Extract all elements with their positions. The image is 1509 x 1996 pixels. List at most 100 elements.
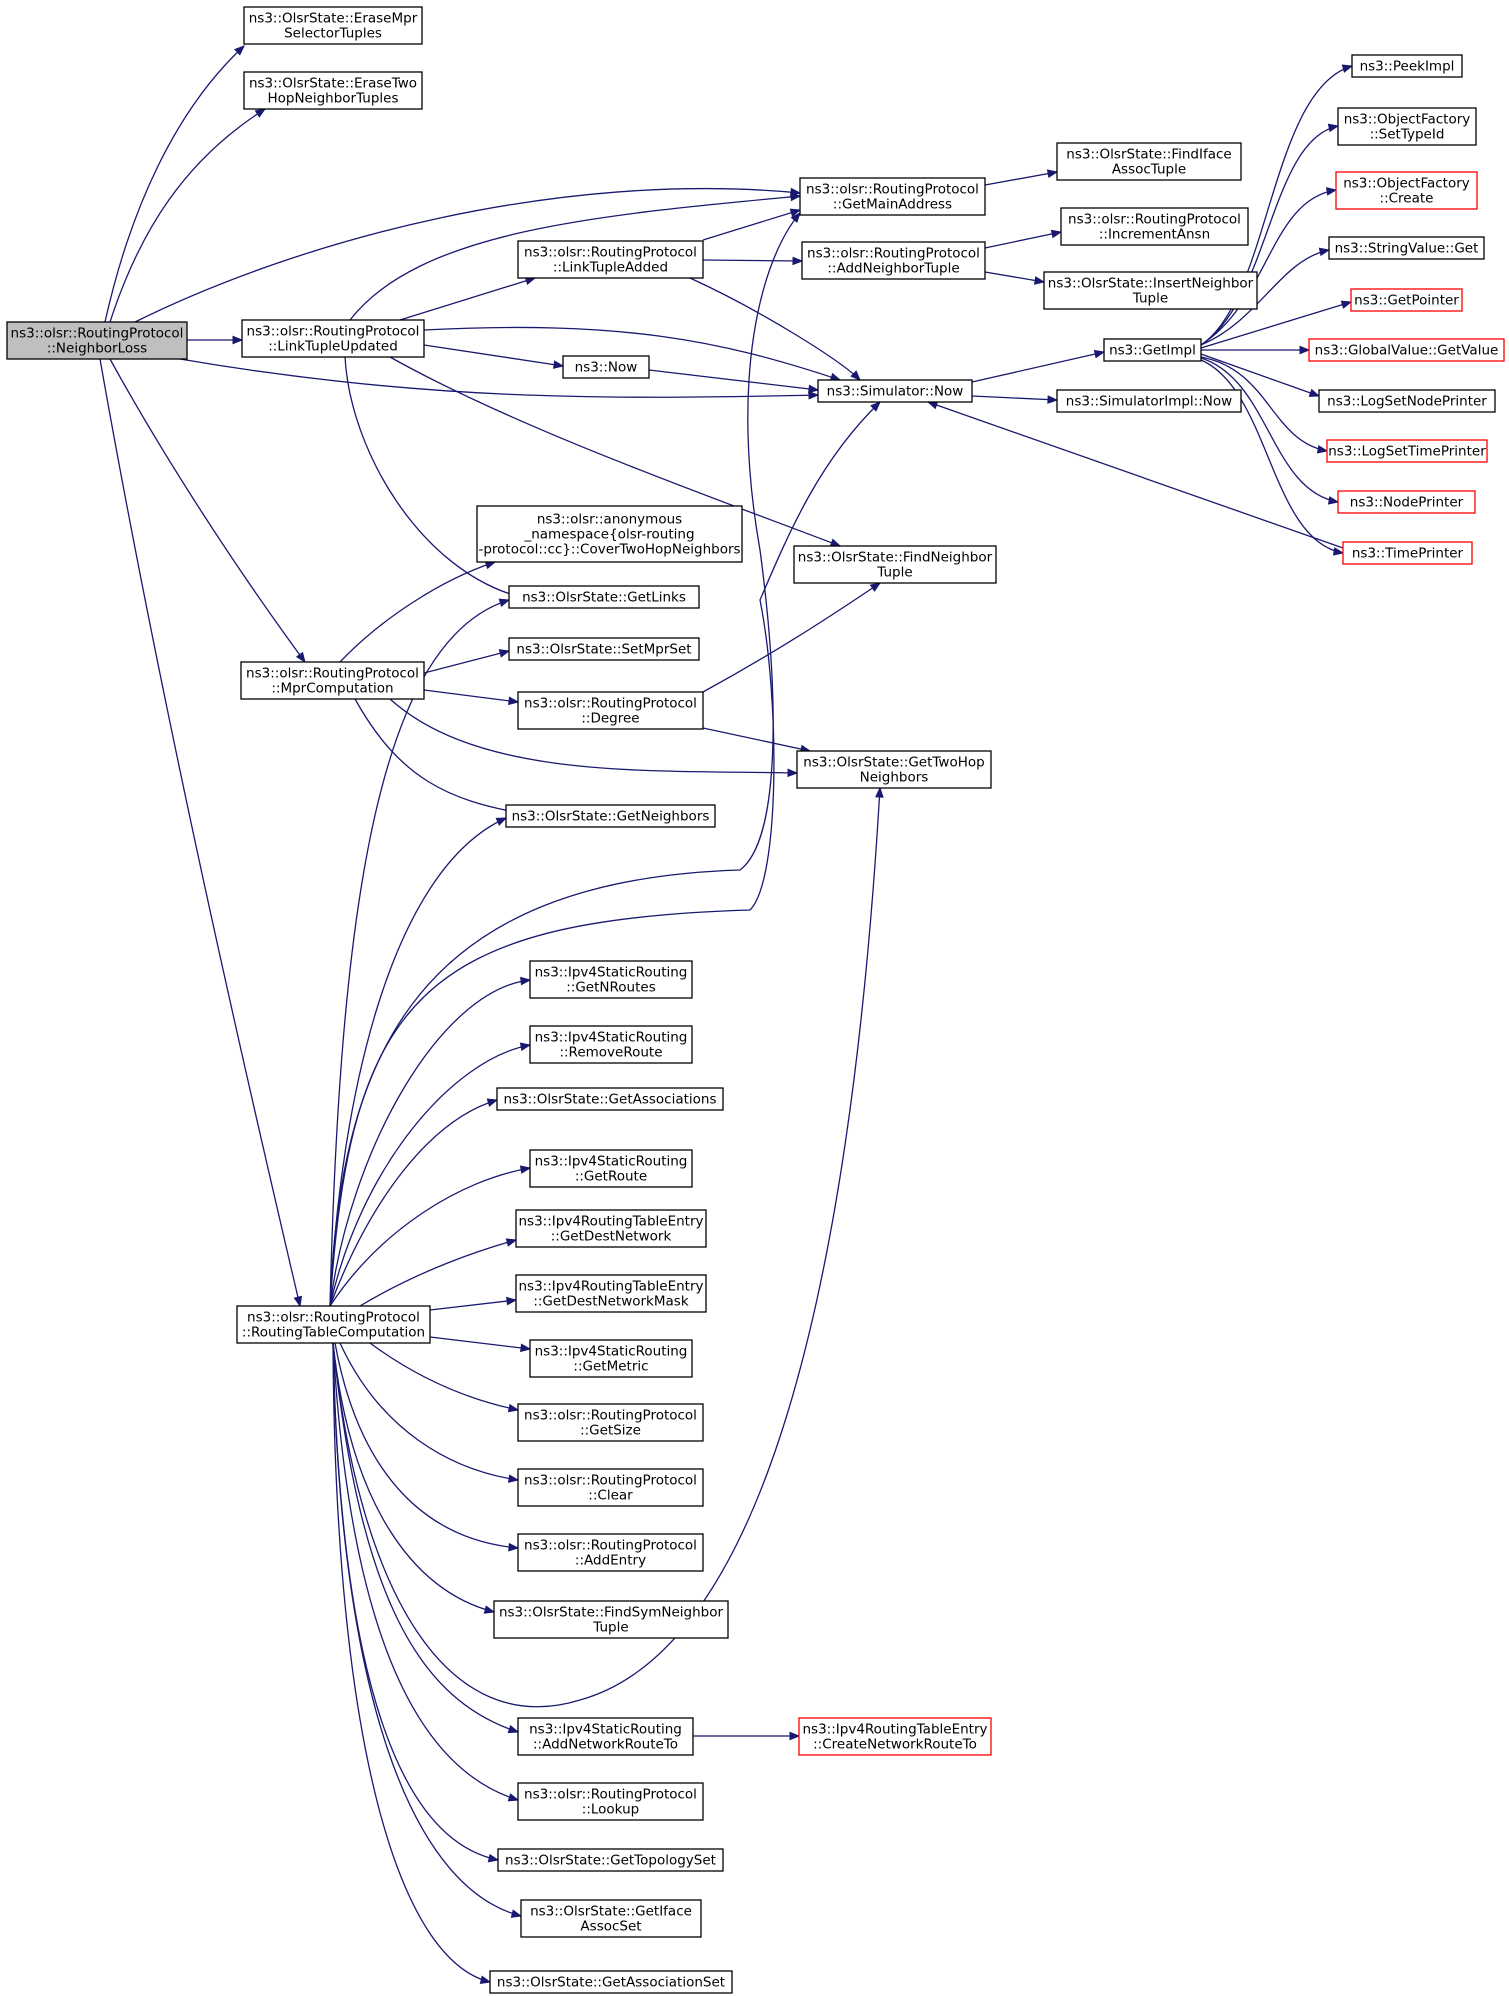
node-ns3-olsr-routingprotocol-neighborloss[interactable]: ns3::olsr::RoutingProtocol::NeighborLoss	[6, 321, 188, 360]
node-ns3-nodeprinter[interactable]: ns3::NodePrinter	[1337, 490, 1476, 514]
node-label-line: ns3::olsr::RoutingProtocol	[246, 666, 419, 682]
edge-n38-to-n48	[332, 1342, 523, 1918]
node-ns3-olsr-routingprotocol-addneighbortuple[interactable]: ns3::olsr::RoutingProtocol::AddNeighborT…	[801, 241, 986, 280]
edge-n0-to-n2	[109, 108, 267, 323]
edge-n12-to-n22-line	[1200, 357, 1339, 503]
node-box	[1043, 271, 1258, 310]
node-box	[793, 545, 997, 584]
node-ns3-ipv4routingtableentry-getdestnetwork[interactable]: ns3::Ipv4RoutingTableEntry::GetDestNetwo…	[515, 1209, 707, 1248]
node-label-line: ns3::olsr::RoutingProtocol	[524, 1408, 697, 1424]
node-ns3-olsr-routingprotocol-routingtablecomputation[interactable]: ns3::olsr::RoutingProtocol::RoutingTable…	[236, 1305, 431, 1344]
node-label-line: ns3::olsr::RoutingProtocol	[524, 1538, 697, 1554]
node-ns3-now[interactable]: ns3::Now	[562, 355, 650, 379]
node-ns3-olsrstate-getneighbors[interactable]: ns3::OlsrState::GetNeighbors	[505, 804, 716, 828]
edge-n38-to-n30-arrowhead	[875, 786, 884, 798]
edge-n0-to-n27	[109, 358, 306, 664]
node-ns3-olsrstate-getlinks[interactable]: ns3::OlsrState::GetLinks	[508, 585, 700, 609]
edge-n38-to-n36-arrowhead	[505, 1238, 518, 1247]
node-ns3-ipv4routingtableentry-createnetworkrouteto[interactable]: ns3::Ipv4RoutingTableEntry::CreateNetwor…	[798, 1717, 992, 1756]
node-ns3-logsettimeprinter[interactable]: ns3::LogSetTimePrinter	[1326, 439, 1488, 463]
node-label-line: ns3::Ipv4StaticRouting	[529, 1722, 682, 1738]
node-box	[497, 1848, 724, 1872]
node-ns3-stringvalue-get[interactable]: ns3::StringValue::Get	[1328, 236, 1485, 260]
node-label-line: Neighbors	[860, 770, 929, 786]
node-box	[6, 321, 188, 360]
edge-n38-to-n42	[334, 1342, 520, 1552]
node-ns3-olsr-routingprotocol-mprcomputation[interactable]: ns3::olsr::RoutingProtocol::MprComputati…	[240, 661, 425, 700]
node-label-line: Tuple	[592, 1620, 628, 1636]
node-box	[1350, 288, 1463, 312]
node-ns3-ipv4staticrouting-removeroute[interactable]: ns3::Ipv4StaticRouting::RemoveRoute	[529, 1025, 693, 1064]
edge-n38-to-n30-line	[332, 787, 881, 1708]
node-ns3-logsetnodeprinter[interactable]: ns3::LogSetNodePrinter	[1318, 389, 1496, 413]
node-ns3-ipv4routingtableentry-getdestnetworkmask[interactable]: ns3::Ipv4RoutingTableEntry::GetDestNetwo…	[515, 1274, 707, 1313]
edge-n38-to-n46-arrowhead	[507, 1793, 520, 1802]
node-ns3-olsr-routingprotocol-linktupleadded[interactable]: ns3::olsr::RoutingProtocol::LinkTupleAdd…	[517, 240, 704, 279]
node-ns3-olsr-routingprotocol-degree[interactable]: ns3::olsr::RoutingProtocol::Degree	[517, 691, 704, 730]
node-ns3-objectfactory-create[interactable]: ns3::ObjectFactory::Create	[1335, 171, 1478, 210]
node-ns3-olsr-routingprotocol-incrementansn[interactable]: ns3::olsr::RoutingProtocol::IncrementAns…	[1060, 207, 1249, 246]
node-ns3-globalvalue-getvalue[interactable]: ns3::GlobalValue::GetValue	[1308, 338, 1505, 362]
node-ns3-olsr-routingprotocol-getmainaddress[interactable]: ns3::olsr::RoutingProtocol::GetMainAddre…	[799, 177, 986, 216]
node-box	[1335, 171, 1478, 210]
node-label-line: -protocol::cc}::CoverTwoHopNeighbors	[478, 542, 740, 558]
edge-n27-to-n24-line	[339, 561, 496, 663]
edge-n12-to-n15-arrowhead	[1327, 123, 1340, 133]
node-ns3-olsr-routingprotocol-lookup[interactable]: ns3::olsr::RoutingProtocol::Lookup	[517, 1782, 704, 1821]
node-label-line: ::RoutingTableComputation	[242, 1325, 425, 1341]
node-ns3-olsrstate-getassociationset[interactable]: ns3::OlsrState::GetAssociationSet	[489, 1970, 733, 1994]
node-ns3-getimpl[interactable]: ns3::GetImpl	[1103, 338, 1202, 362]
node-ns3-peekimpl[interactable]: ns3::PeekImpl	[1351, 54, 1463, 78]
node-ns3-simulatorimpl-now[interactable]: ns3::SimulatorImpl::Now	[1056, 389, 1242, 413]
edge-n12-to-n23-arrowhead	[1332, 547, 1345, 556]
node-ns3-objectfactory-settypeid[interactable]: ns3::ObjectFactory::SetTypeId	[1337, 107, 1477, 146]
edge-n4-to-n10	[423, 344, 565, 369]
edge-n38-to-n35-arrowhead	[519, 1165, 532, 1174]
node-label-line: ::AddEntry	[575, 1553, 646, 1569]
node-label-line: ::GetDestNetworkMask	[533, 1294, 689, 1310]
node-label-line: ns3::SimulatorImpl::Now	[1066, 394, 1232, 410]
node-label-line: ns3::OlsrState::GetAssociations	[503, 1092, 716, 1108]
node-ns3-olsr-routingprotocol-clear[interactable]: ns3::olsr::RoutingProtocol::Clear	[517, 1468, 704, 1507]
node-ns3-olsr-routingprotocol-getsize[interactable]: ns3::olsr::RoutingProtocol::GetSize	[517, 1403, 704, 1442]
node-ns3-olsr-routingprotocol-linktupleupdated[interactable]: ns3::olsr::RoutingProtocol::LinkTupleUpd…	[241, 319, 425, 358]
node-label-line: ::GetSize	[580, 1423, 641, 1439]
node-label-line: _namespace{olsr-routing	[523, 527, 694, 543]
edge-n38-to-n39-line	[429, 1336, 531, 1350]
node-ns3-olsr-routingprotocol-addentry[interactable]: ns3::olsr::RoutingProtocol::AddEntry	[517, 1533, 704, 1572]
node-ns3-ipv4staticrouting-getmetric[interactable]: ns3::Ipv4StaticRouting::GetMetric	[529, 1339, 693, 1378]
node-ns3-timeprinter[interactable]: ns3::TimePrinter	[1342, 541, 1473, 565]
edge-n12-to-n19	[1201, 345, 1311, 355]
node-ns3-olsr-anonymous-namespace-olsr-routing-protocol-cc-covertwohopneighbors[interactable]: ns3::olsr::anonymous_namespace{olsr-rout…	[476, 505, 743, 563]
node-ns3-simulator-now[interactable]: ns3::Simulator::Now	[817, 379, 973, 403]
node-ns3-olsrstate-gettopologyset[interactable]: ns3::OlsrState::GetTopologySet	[497, 1848, 724, 1872]
edge-n6-to-n8-arrowhead	[1050, 229, 1063, 239]
edge-n12-to-n22-arrowhead	[1327, 496, 1340, 505]
edge-n6-to-n8	[984, 229, 1063, 249]
edge-n12-to-n23-line	[1200, 359, 1344, 554]
edge-n27-to-n29-line	[423, 689, 519, 703]
node-ns3-getpointer[interactable]: ns3::GetPointer	[1350, 288, 1463, 312]
edge-n38-to-n32	[329, 976, 532, 1307]
node-ns3-ipv4staticrouting-addnetworkrouteto[interactable]: ns3::Ipv4StaticRouting::AddNetworkRouteT…	[517, 1717, 694, 1756]
node-label-line: ns3::olsr::RoutingProtocol	[524, 1473, 697, 1489]
edge-n4-to-n25-arrowhead	[829, 538, 842, 547]
node-box	[496, 1087, 724, 1111]
node-ns3-ipv4staticrouting-getnroutes[interactable]: ns3::Ipv4StaticRouting::GetNRoutes	[529, 960, 693, 999]
node-ns3-olsrstate-setmprset[interactable]: ns3::OlsrState::SetMprSet	[508, 637, 700, 661]
node-ns3-olsrstate-getassociations[interactable]: ns3::OlsrState::GetAssociations	[496, 1087, 724, 1111]
edge-n38-to-n49-line	[332, 1342, 491, 1983]
node-ns3-ipv4staticrouting-getroute[interactable]: ns3::Ipv4StaticRouting::GetRoute	[529, 1149, 693, 1188]
edge-n38-to-n37-line	[429, 1299, 517, 1311]
edge-n38-to-n48-arrowhead	[510, 1909, 523, 1918]
node-box	[529, 1025, 693, 1064]
node-ns3-olsrstate-erasetwohopneighbortuples[interactable]: ns3::OlsrState::EraseTwoHopNeighborTuple…	[243, 71, 423, 110]
node-box	[517, 1533, 704, 1572]
